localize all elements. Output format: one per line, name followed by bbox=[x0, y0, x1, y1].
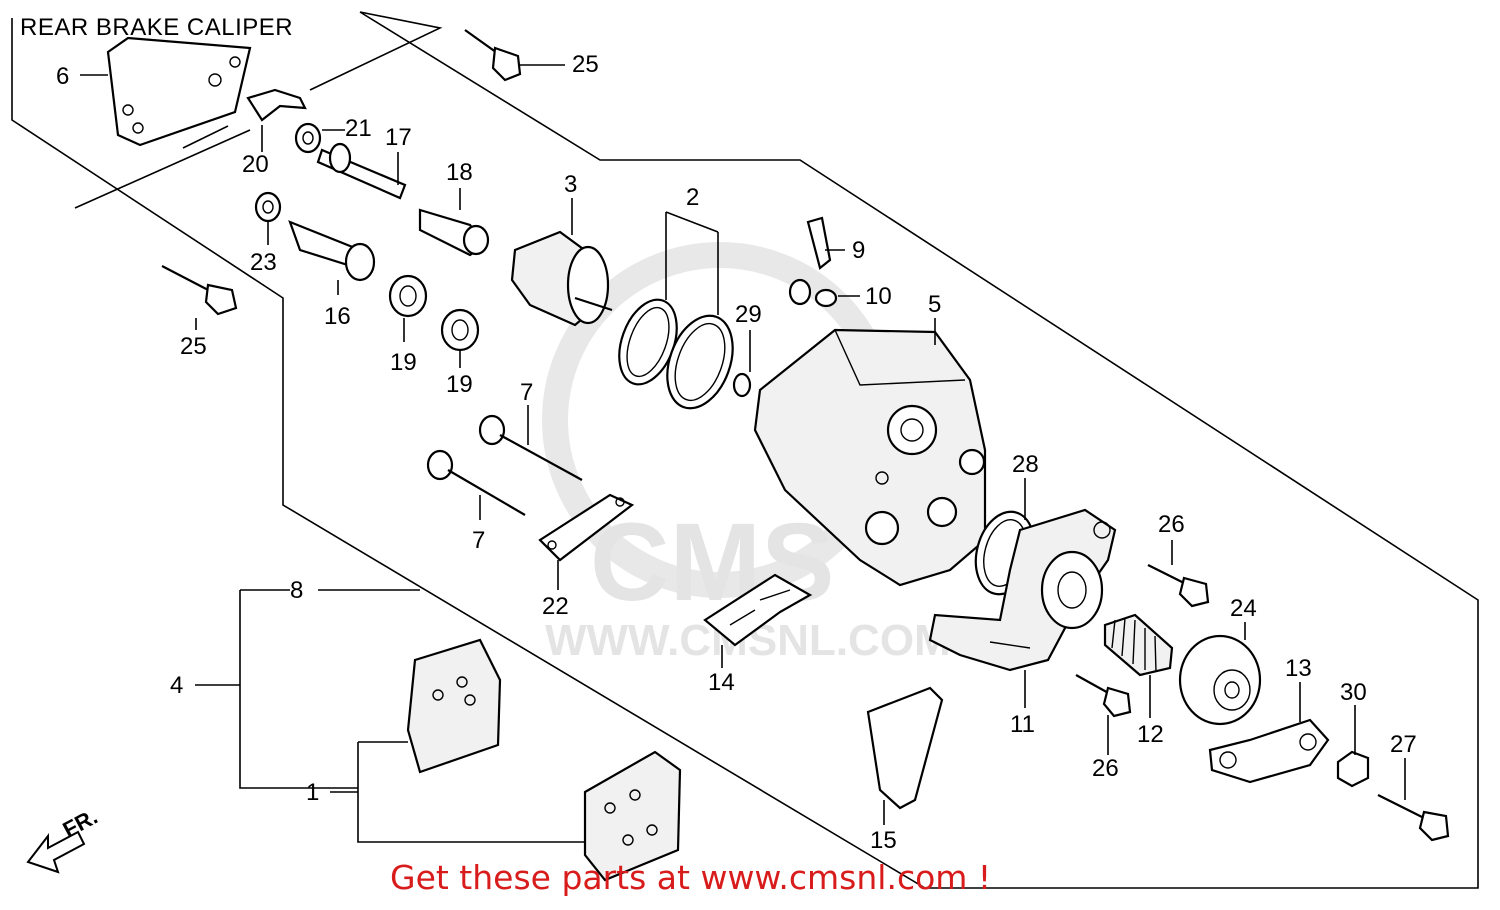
callout-11: 11 bbox=[1010, 711, 1035, 738]
part-21-washer bbox=[294, 122, 322, 154]
callout-28: 28 bbox=[1012, 451, 1039, 478]
part-19-boot-b bbox=[440, 308, 480, 352]
leader-lines bbox=[80, 64, 1406, 825]
callout-24: 24 bbox=[1230, 595, 1257, 622]
parts-link-banner[interactable]: Get these parts at www.cmsnl.com ! bbox=[390, 858, 992, 897]
callout-23: 23 bbox=[250, 249, 277, 276]
callout-14: 14 bbox=[708, 669, 735, 696]
part-5-caliper-body bbox=[753, 328, 987, 587]
part-7-pin-lower bbox=[426, 449, 526, 516]
part-24-cap bbox=[1178, 634, 1262, 726]
callout-25-left: 25 bbox=[180, 333, 207, 360]
part-27-bolt bbox=[1377, 794, 1450, 842]
part-18-boot bbox=[418, 208, 490, 257]
callout-30: 30 bbox=[1340, 679, 1367, 706]
callout-numbers: 6 25 21 17 20 18 3 2 9 10 5 29 23 16 25 … bbox=[56, 51, 1417, 854]
callout-5: 5 bbox=[928, 291, 941, 318]
callout-21: 21 bbox=[345, 115, 372, 142]
part-6-bracket bbox=[106, 36, 252, 147]
callout-25-top: 25 bbox=[572, 51, 599, 78]
callout-19-b: 19 bbox=[446, 371, 473, 398]
part-26-bolt-lower bbox=[1075, 674, 1132, 718]
watermark-brand: CMS bbox=[590, 501, 834, 624]
callout-18: 18 bbox=[446, 159, 473, 186]
callout-8: 8 bbox=[290, 577, 303, 604]
callout-9: 9 bbox=[852, 237, 865, 264]
part-1-pad bbox=[583, 750, 682, 882]
part-25-bolt-left bbox=[161, 265, 238, 316]
part-7-pin-upper bbox=[478, 414, 583, 481]
diagram-title: REAR BRAKE CALIPER bbox=[20, 14, 294, 41]
part-20-clip bbox=[246, 88, 307, 122]
callout-20: 20 bbox=[242, 151, 269, 178]
callout-2: 2 bbox=[686, 184, 699, 211]
part-9-bleeder bbox=[806, 216, 832, 270]
part-3-piston bbox=[510, 230, 613, 327]
callout-7-lower: 7 bbox=[472, 527, 485, 554]
callout-13: 13 bbox=[1285, 655, 1312, 682]
part-12-spring bbox=[1103, 613, 1174, 677]
part-10-cap bbox=[788, 278, 838, 308]
callout-17: 17 bbox=[385, 124, 412, 151]
callout-29: 29 bbox=[735, 301, 762, 328]
part-2-seals bbox=[618, 298, 734, 410]
callout-27: 27 bbox=[1390, 731, 1417, 758]
part-23-washer bbox=[254, 191, 282, 223]
part-16-sleeve bbox=[288, 220, 376, 282]
callout-3: 3 bbox=[564, 171, 577, 198]
part-29-ring bbox=[732, 372, 752, 398]
callout-1: 1 bbox=[306, 779, 319, 806]
part-17-pin bbox=[316, 142, 407, 200]
callout-10: 10 bbox=[865, 283, 892, 310]
part-19-boot-a bbox=[388, 274, 428, 318]
callout-15: 15 bbox=[870, 827, 897, 854]
callout-7-upper: 7 bbox=[520, 379, 533, 406]
callout-26-upper: 26 bbox=[1158, 511, 1185, 538]
callout-22: 22 bbox=[542, 593, 569, 620]
callout-4: 4 bbox=[170, 672, 183, 699]
front-direction-label: FR. bbox=[59, 804, 102, 843]
part-30-nut bbox=[1336, 750, 1370, 788]
part-13-lever bbox=[1208, 718, 1330, 784]
part-22-plate bbox=[538, 493, 635, 562]
part-11-lever-housing bbox=[928, 508, 1117, 672]
part-14-pad-spring bbox=[703, 573, 813, 647]
callout-12: 12 bbox=[1137, 721, 1164, 748]
group-bracket-lines bbox=[195, 589, 585, 843]
callout-26-lower: 26 bbox=[1092, 755, 1119, 782]
assembly-outline bbox=[11, 11, 1479, 889]
callout-6: 6 bbox=[56, 63, 69, 90]
callout-16: 16 bbox=[324, 303, 351, 330]
part-8-pad-set bbox=[406, 638, 502, 774]
part-25-bolt-top bbox=[464, 29, 522, 82]
front-direction-arrow: FR. bbox=[26, 804, 102, 874]
part-26-bolt-upper bbox=[1147, 564, 1210, 608]
part-15-shim bbox=[866, 686, 944, 810]
callout-19-a: 19 bbox=[390, 349, 417, 376]
